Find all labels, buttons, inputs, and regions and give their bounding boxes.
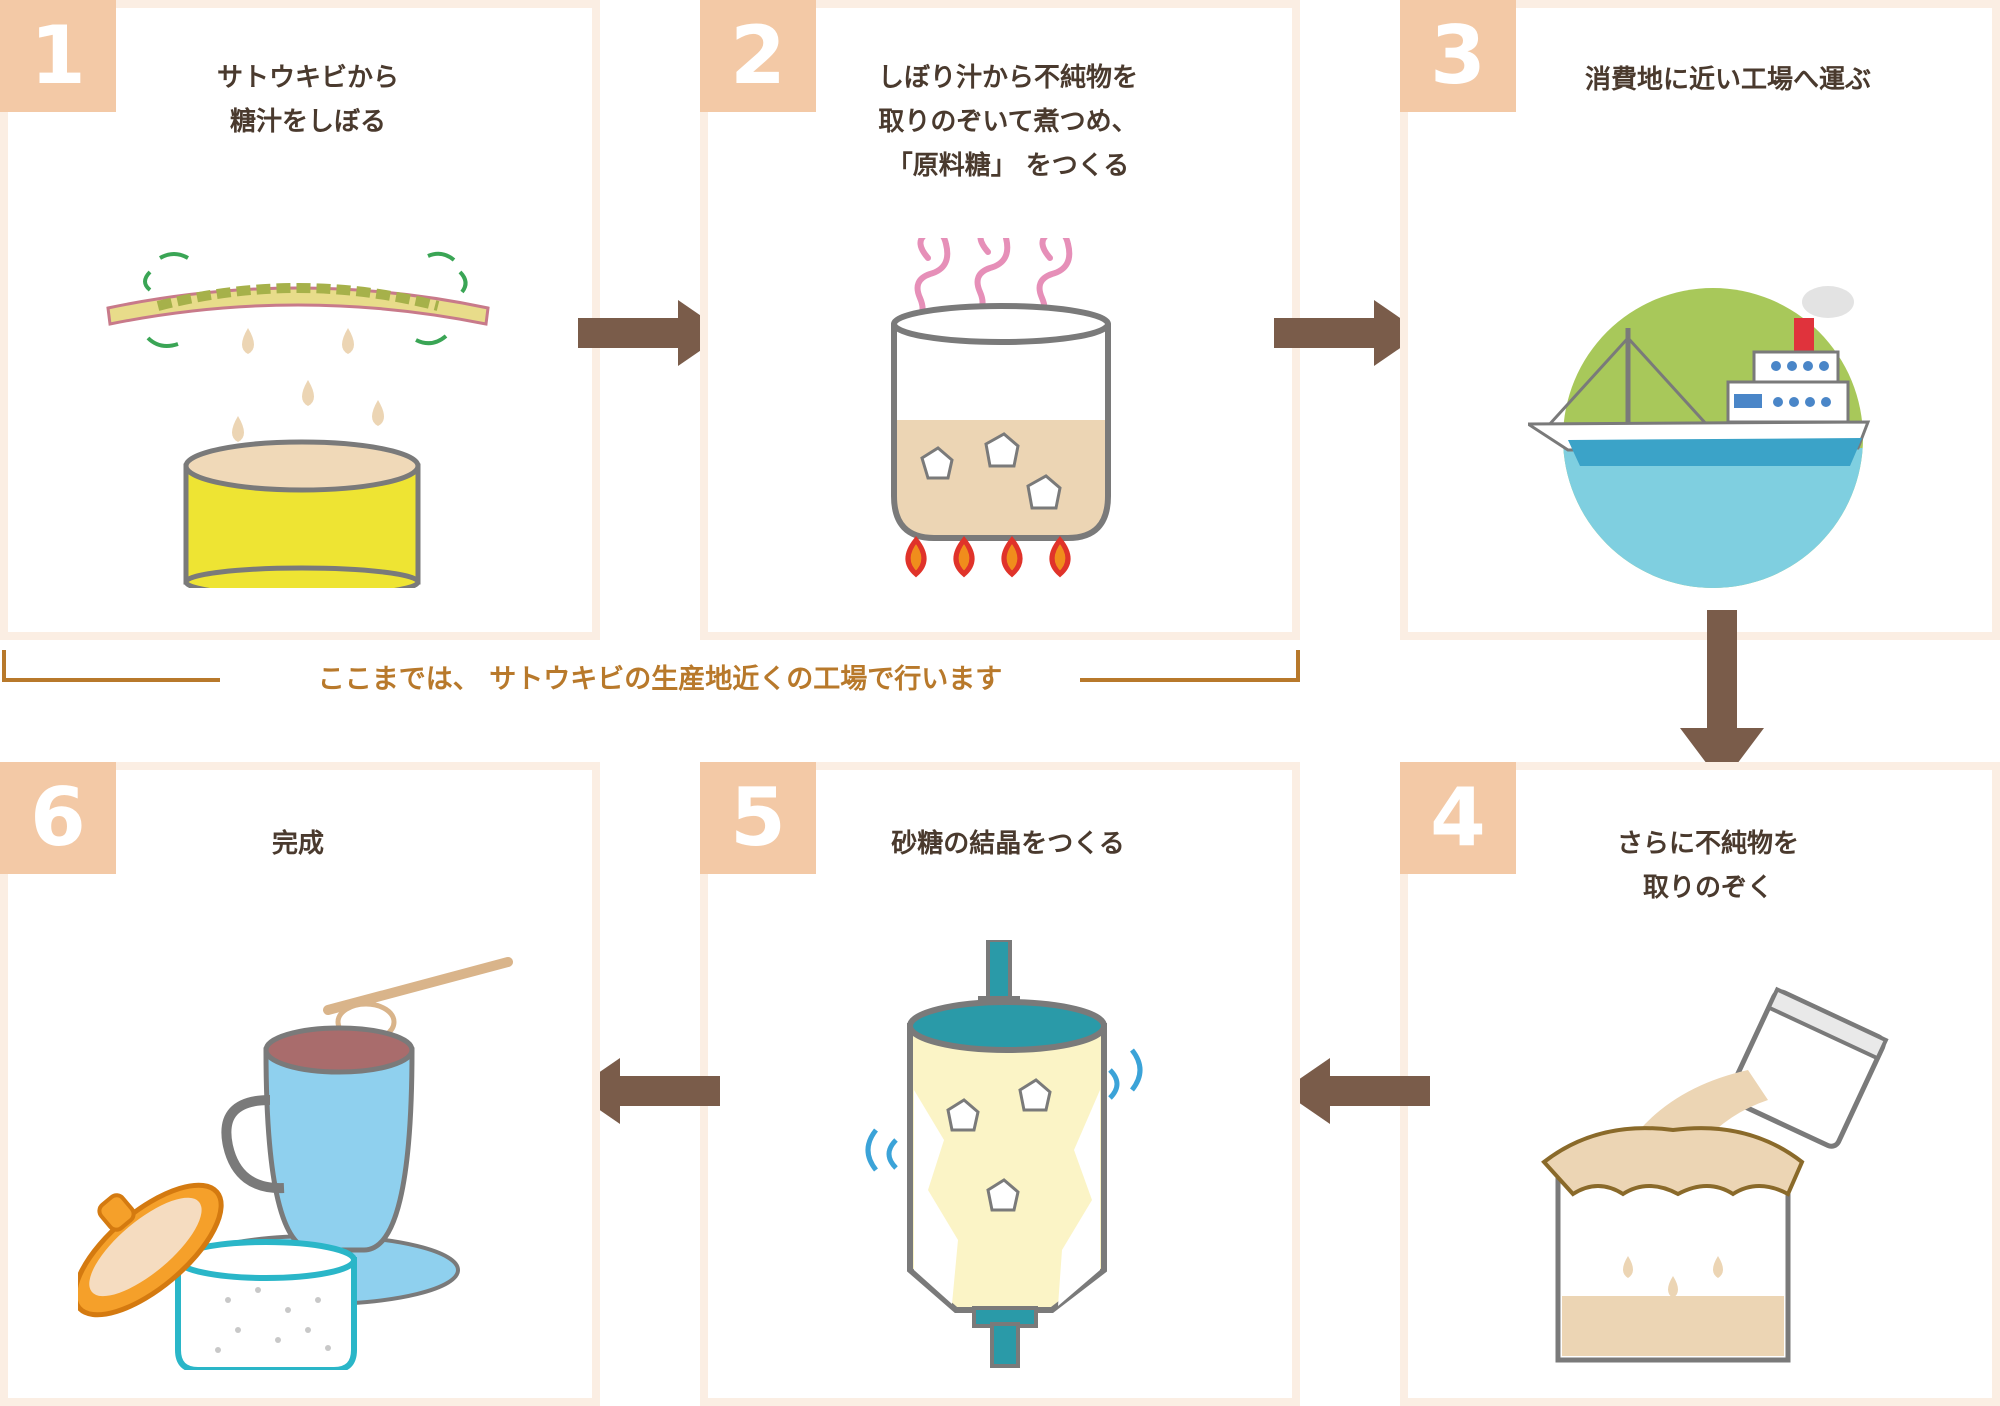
step-number-badge: 2 (700, 0, 816, 112)
step-number-badge: 6 (0, 762, 116, 874)
centrifuge-illustration (865, 940, 1143, 1368)
arrow-down-icon (1680, 610, 1764, 784)
step-caption: しぼり汁から不純物を 取りのぞいて煮つめ、 「原料糖」 をつくる (877, 63, 1138, 181)
boiling-pot-illustration (891, 238, 1111, 578)
step-number-badge: 4 (1400, 762, 1516, 874)
bracket-note: ここまでは、 サトウキビの生産地近くの工場で行います (317, 664, 1003, 695)
step-panel-6: 6 完成 (0, 762, 600, 1406)
sugarcane-press-illustration (106, 251, 490, 588)
step-panel-3: 3 消費地に近い工場へ運ぶ (1400, 0, 2000, 640)
step-panel-4: 4 さらに不純物を 取りのぞく (1400, 762, 2000, 1406)
step-panel-2: 2 しぼり汁から不純物を 取りのぞいて煮つめ、 「原料糖」 をつくる (700, 0, 1300, 640)
cargo-ship-illustration (1528, 286, 1871, 588)
step-caption: サトウキビから 糖汁をしぼる (216, 63, 399, 137)
step-caption: 完成 (271, 829, 324, 859)
arrow-left-icon (1282, 1058, 1430, 1124)
step-caption: さらに不純物を 取りのぞく (1616, 829, 1799, 903)
bracket-line (2, 650, 1300, 682)
step-number-badge: 1 (0, 0, 116, 112)
step-caption: 消費地に近い工場へ運ぶ (1584, 65, 1871, 95)
filter-jar-illustration (1541, 986, 1889, 1363)
step-number-badge: 3 (1400, 0, 1516, 112)
step-panel-5: 5 砂糖の結晶をつくる (700, 762, 1300, 1406)
step-number-badge: 5 (700, 762, 816, 874)
arrow-right-icon (1274, 300, 1422, 366)
step-panel-1: 1 サトウキビから 糖汁をしぼる (0, 0, 600, 640)
tea-and-sugar-pot-illustration (78, 957, 513, 1370)
arrow-left-icon (572, 1058, 720, 1124)
step-caption: 砂糖の結晶をつくる (891, 829, 1125, 859)
